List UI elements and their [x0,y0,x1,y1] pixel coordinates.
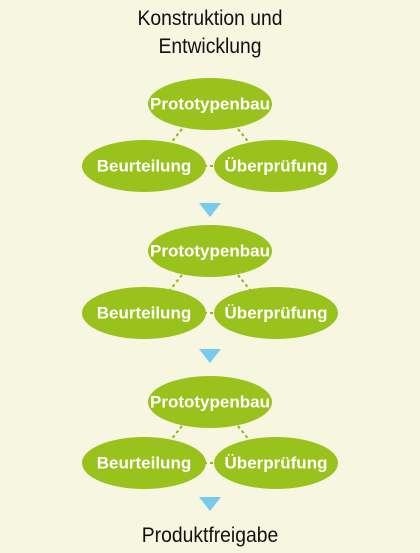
down-arrow-3 [199,497,221,511]
node-prototypenbau [148,225,272,277]
node-beurteilung [82,140,206,192]
label-ueberpruefung: Überprüfung [225,454,328,473]
label-beurteilung: Beurteilung [97,304,191,323]
node-beurteilung [82,287,206,339]
diagram-footer: Produktfreigabe [141,524,279,547]
down-arrow-2 [199,349,221,363]
connector-top-right [237,274,251,291]
label-ueberpruefung: Überprüfung [225,304,328,323]
title-line-1: Konstruktion und [137,7,283,30]
label-ueberpruefung: Überprüfung [225,157,328,176]
node-prototypenbau [148,78,272,130]
label-beurteilung: Beurteilung [97,157,191,176]
node-ueberpruefung [214,437,338,489]
down-arrow-1 [199,203,221,217]
label-prototypenbau: Prototypenbau [150,242,270,261]
cycle-2: Prototypenbau Beurteilung Überprüfung [82,225,338,339]
diagram-title: Konstruktion und Entwicklung [17,5,403,61]
connector-top-left [169,425,183,442]
node-prototypenbau [148,376,272,428]
connector-top-right [237,425,251,442]
node-beurteilung [82,437,206,489]
label-prototypenbau: Prototypenbau [150,393,270,412]
cycle-3: Prototypenbau Beurteilung Überprüfung [82,376,338,489]
connector-top-right [237,128,251,145]
cycle-1: Prototypenbau Beurteilung Überprüfung [82,78,338,192]
node-ueberpruefung [214,287,338,339]
connector-top-left [169,274,183,291]
node-ueberpruefung [214,140,338,192]
label-prototypenbau: Prototypenbau [150,95,270,114]
connector-top-left [169,128,183,145]
title-line-2: Entwicklung [158,35,262,58]
label-beurteilung: Beurteilung [97,454,191,473]
